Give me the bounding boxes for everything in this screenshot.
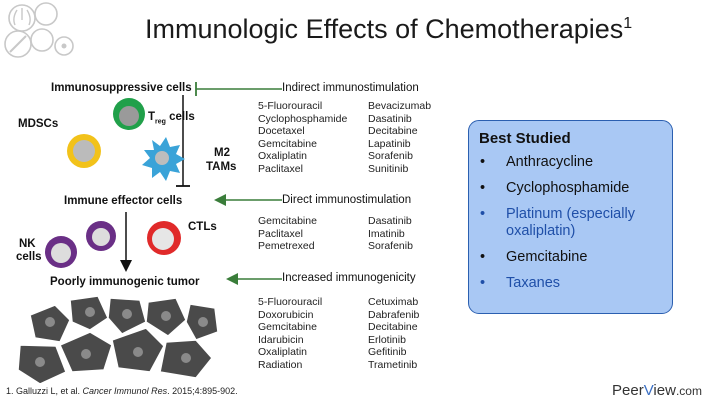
brain-icon (34, 2, 58, 26)
drug-item: Gemcitabine (258, 215, 317, 227)
drug-item: Doxorubicin (258, 308, 314, 321)
drug-item: Lapatinib (368, 137, 411, 150)
reference: 1. Galluzzi L, et al. Cancer Immunol Res… (6, 386, 238, 396)
drug-item: Imatinib (368, 227, 405, 240)
direct-header: Direct immunostimulation (282, 194, 412, 206)
tams-label: TAMs (206, 161, 237, 173)
list-item: •Platinum (especially oxaliplatin) (480, 206, 635, 239)
list-item: •Cyclophosphamide (480, 180, 630, 196)
m2-label: M2 (214, 147, 230, 159)
drug-item: Cetuximab (368, 296, 419, 308)
nk-cell (45, 236, 77, 268)
drug-item: Sunitinib (368, 162, 409, 175)
ctl-cell (147, 221, 181, 255)
effector-label: Immune effector cells (64, 195, 183, 207)
treg-label: Treg cells (148, 111, 195, 126)
direct-arrowhead (214, 194, 226, 206)
drug-item: Dasatinib (368, 112, 412, 125)
drug-item: Paclitaxel (258, 227, 303, 240)
list-item: •Anthracycline (480, 154, 594, 170)
best-studied-list: •Anthracycline •Cyclophosphamide •Platin… (469, 154, 669, 301)
tumor-cluster (17, 295, 219, 385)
microscope-icon (30, 28, 54, 52)
drug-item: Decitabine (368, 321, 418, 334)
drug-item: Pemetrexed (258, 240, 315, 253)
drug-item: Docetaxel (258, 125, 305, 138)
indirect-col2: Bevacizumab Dasatinib Decitabine Lapatin… (368, 100, 431, 176)
tam-cell (142, 137, 185, 181)
drug-item: Gefitinib (368, 346, 407, 359)
mdscs-label: MDSCs (18, 118, 59, 130)
drug-item: Paclitaxel (258, 162, 303, 175)
best-studied-title: Best Studied (479, 130, 571, 147)
drug-item: Dasatinib (368, 215, 412, 227)
direct-col2: Dasatinib Imatinib Sorafenib (368, 215, 413, 253)
increased-arrowhead (226, 273, 238, 285)
page-title: Immunologic Effects of Chemotherapies1 (145, 14, 633, 44)
drug-item: Idarubicin (258, 333, 304, 346)
list-item: •Taxanes (480, 275, 561, 291)
drug-item: Oxaliplatin (258, 346, 308, 359)
nk-cell-center (86, 221, 116, 251)
best-studied-box: Best Studied •Anthracycline •Cyclophosph… (468, 120, 673, 314)
attack-arrowhead (120, 260, 132, 272)
drug-item: Sorafenib (368, 150, 413, 163)
drug-item: 5-Fluorouracil (258, 100, 323, 112)
indirect-col1: 5-Fluorouracil Cyclophosphamide Docetaxe… (258, 100, 347, 176)
peerview-logo: PeerView.com (612, 382, 702, 399)
corner-icons (4, 2, 74, 58)
ctls-label: CTLs (188, 221, 217, 233)
atom-icon (54, 36, 74, 56)
mdsc-cell (67, 134, 101, 168)
drug-item: Dabrafenib (368, 308, 420, 321)
drug-item: Bevacizumab (368, 100, 432, 112)
nk-cells-label: cells (16, 251, 42, 263)
increased-col1: 5-Fluorouracil Doxorubicin Gemcitabine I… (258, 296, 322, 372)
tumor-label: Poorly immunogenic tumor (50, 276, 200, 288)
drug-item: Erlotinib (368, 333, 406, 346)
indirect-header: Indirect immunostimulation (282, 82, 419, 94)
list-item: •Gemcitabine (480, 249, 588, 265)
drug-item: Oxaliplatin (258, 150, 308, 163)
immunosuppressive-label: Immunosuppressive cells (51, 82, 192, 94)
drug-item: Cyclophosphamide (258, 112, 348, 125)
drug-item: 5-Fluorouracil (258, 296, 323, 308)
direct-col1: Gemcitabine Paclitaxel Pemetrexed (258, 215, 317, 253)
increased-col2: Cetuximab Dabrafenib Decitabine Erlotini… (368, 296, 419, 372)
drug-item: Gemcitabine (258, 137, 317, 150)
drug-item: Decitabine (368, 125, 418, 138)
nk-label: NK (19, 238, 36, 250)
treg-cell (113, 98, 145, 130)
drug-item: Trametinib (368, 358, 418, 371)
drug-item: Sorafenib (368, 240, 413, 253)
drug-item: Gemcitabine (258, 321, 317, 334)
increased-header: Increased immunogenicity (282, 272, 416, 284)
drug-item: Radiation (258, 358, 303, 371)
